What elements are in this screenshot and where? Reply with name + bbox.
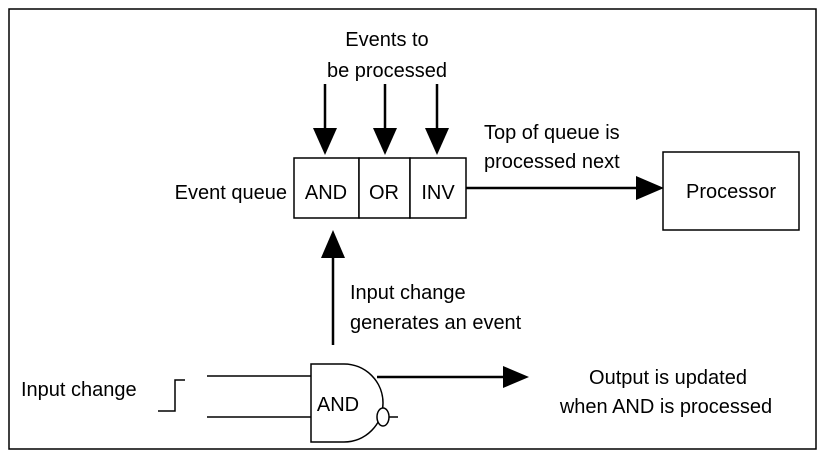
arrowhead-into-inv: [425, 128, 449, 155]
output-label-line2: when AND is processed: [559, 396, 772, 418]
gate-output-arrowhead: [503, 366, 529, 388]
top-of-queue-label-line1: Top of queue is: [484, 122, 620, 144]
processor-box: [662, 151, 800, 231]
arrowhead-into-and: [313, 128, 337, 155]
gate-to-queue-arrowhead: [321, 230, 345, 258]
queue-cell-inv-label: INV: [421, 182, 455, 204]
event-queue: AND OR INV: [293, 157, 467, 219]
input-change-label: Input change: [21, 379, 137, 401]
input-step-symbol: [158, 379, 185, 412]
inversion-bubble-icon: [376, 407, 390, 427]
arrowhead-into-or: [373, 128, 397, 155]
input-change-event-label-line2: generates an event: [350, 312, 522, 334]
diagram-frame: [8, 8, 817, 450]
incoming-event-arrows: [313, 84, 449, 155]
queue-cell-or: [358, 157, 411, 219]
events-label-line2: be processed: [327, 60, 447, 82]
and-gate-symbol: [310, 363, 384, 443]
queue-to-processor-arrowhead: [636, 176, 664, 200]
processor-label: Processor: [686, 181, 776, 203]
queue-cell-and: [293, 157, 360, 219]
event-queue-label: Event queue: [175, 182, 287, 204]
and-gate-label: AND: [317, 394, 359, 416]
events-label-line1: Events to: [345, 29, 428, 51]
queue-cell-and-label: AND: [305, 182, 347, 204]
top-of-queue-label-line2: processed next: [484, 151, 620, 173]
input-change-event-label-line1: Input change: [350, 282, 466, 304]
output-label-line1: Output is updated: [589, 367, 747, 389]
queue-cell-or-label: OR: [369, 182, 399, 204]
